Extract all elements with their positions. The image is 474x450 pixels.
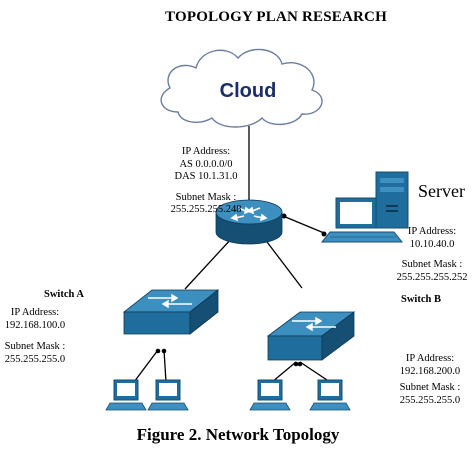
switch-b-ip-label: IP Address: [405,353,455,364]
router-ip-label: IP Address: [181,146,231,157]
link-router-server [282,215,325,234]
switch-a-ip: 192.168.100.0 [4,319,66,331]
switch-b-mask: 255.255.255.0 [399,394,461,406]
links [133,126,331,383]
switch-b-ip: 192.168.200.0 [399,365,461,377]
server-icon [320,171,409,243]
server-ip-label: IP Address: [407,226,457,237]
pc-icon [147,379,189,411]
router-das: DAS 10.1.31.0 [174,171,238,182]
switch-b-icon [266,311,356,361]
cloud-icon [160,48,323,128]
router-mask: 255.255.255.248 [170,204,242,215]
switch-a-icon [122,289,220,335]
switch-b-label: Switch B [401,294,441,305]
switch-b-info: IP Address: 192.168.200.0 Subnet Mask : … [400,353,461,407]
switch-a-info: IP Address: 192.168.100.0 Subnet Mask : … [5,307,66,366]
switch-a-mask-label: Subnet Mask : [4,341,66,352]
server-info: IP Address: 10.10.40.0 Subnet Mask : 255… [397,226,468,284]
figure-caption: Figure 2. Network Topology [136,425,340,444]
router-icon [215,199,283,245]
link-router-switch-a [184,237,233,290]
link-router-switch-b [263,237,303,289]
link-switch-b-pc2 [299,361,331,383]
pc-icon [249,379,291,411]
switch-a-mask: 255.255.255.0 [4,353,66,365]
server-mask-label: Subnet Mask : [401,259,463,270]
switch-b-mask-label: Subnet Mask : [399,382,461,393]
router-mask-label: Subnet Mask : [175,191,237,203]
switch-a-ip-label: IP Address: [10,307,60,318]
pc-icon [105,379,147,411]
pc-icon [309,379,351,411]
cloud-label: Cloud [219,80,277,102]
router-as: AS 0.0.0.0/0 [179,158,233,170]
server-mask: 255.255.255.252 [396,271,468,283]
link-switch-b-pc1 [271,361,297,383]
link-switch-a-pc2 [163,349,167,383]
router-info: IP Address: AS 0.0.0.0/0 DAS 10.1.31.0 S… [171,146,242,217]
link-switch-a-pc1 [133,349,159,383]
server-label: Server [418,181,465,201]
diagram-title: TOPOLOGY PLAN RESEARCH [165,9,387,25]
server-ip: 10.10.40.0 [409,238,455,250]
switch-a-label: Switch A [44,289,84,300]
